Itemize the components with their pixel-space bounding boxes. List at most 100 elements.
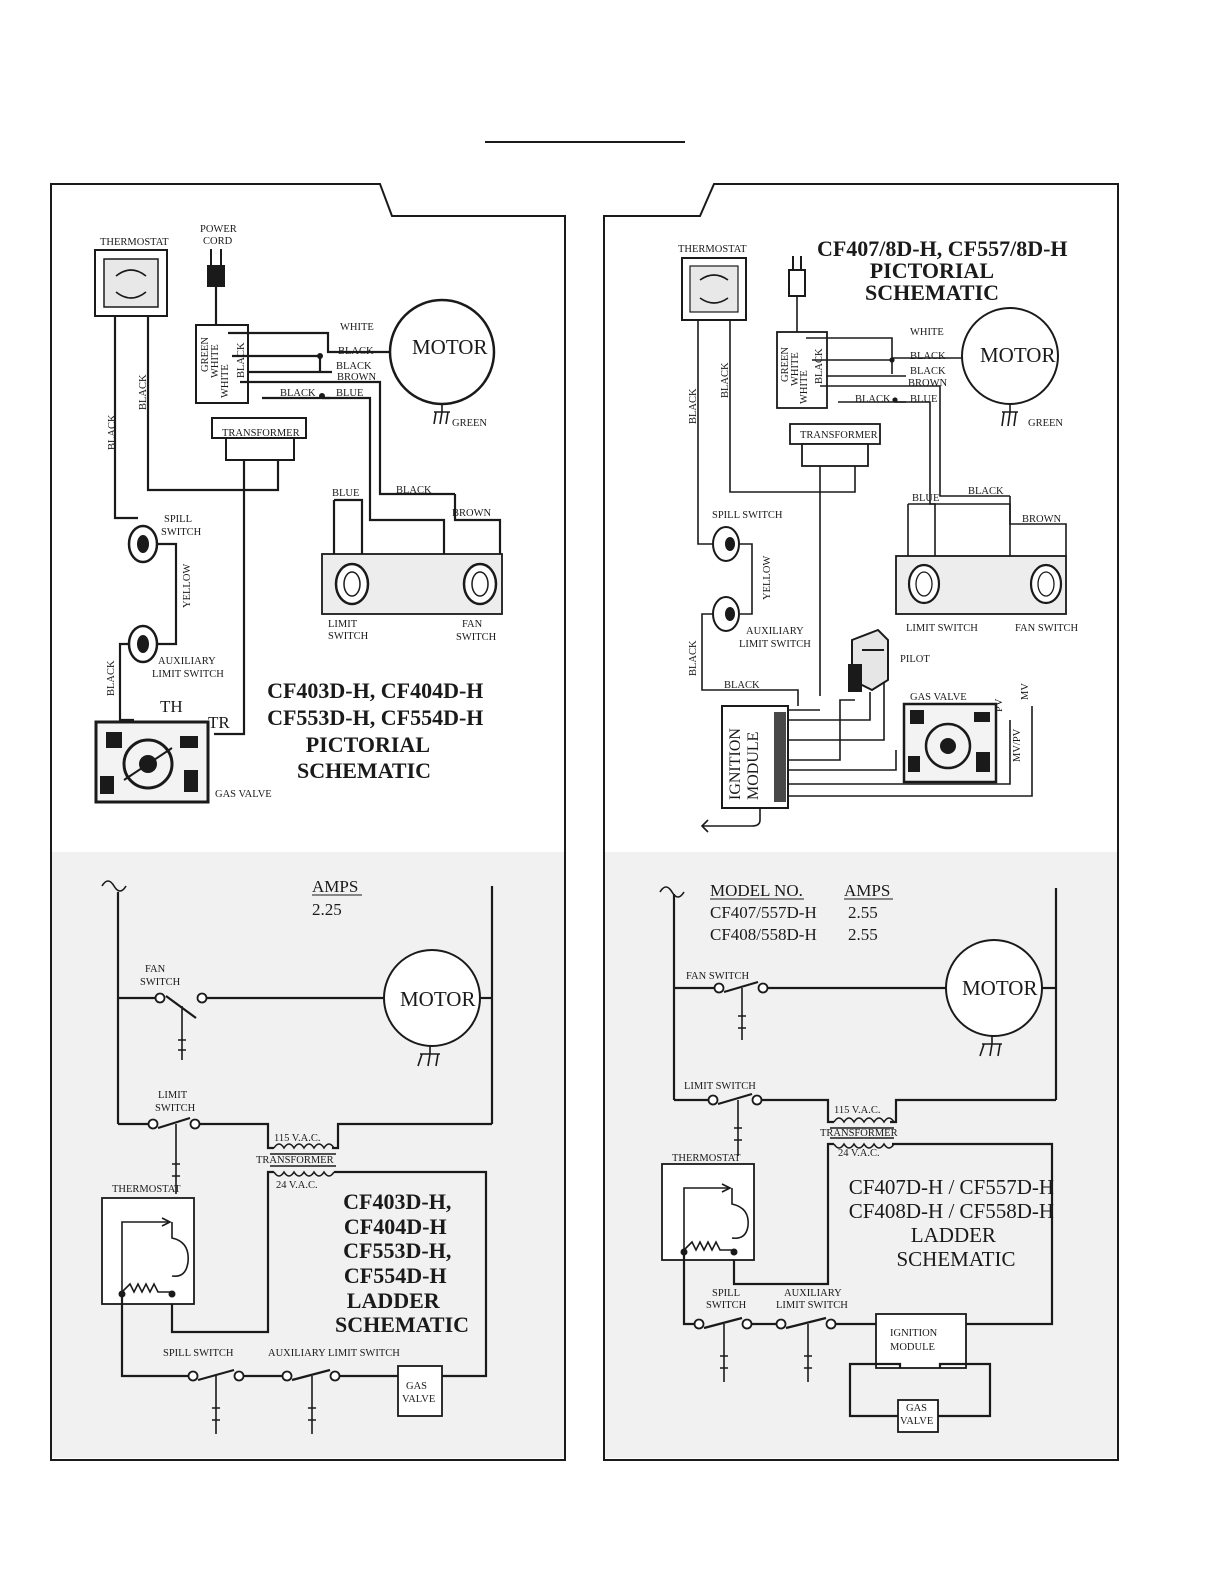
v115: 115 V.A.C. — [274, 1133, 321, 1144]
green-label: GREEN — [1028, 418, 1063, 429]
junction-box — [195, 324, 249, 404]
v-white1: WHITE — [210, 344, 221, 378]
black2: BLACK — [336, 361, 372, 372]
right-ladder-schematic: MODEL NO. AMPS CF407/557D-H 2.55 CF408/5… — [659, 881, 1058, 1433]
limit-label: LIMIT SWITCH — [906, 623, 978, 634]
spill2: SWITCH — [706, 1300, 747, 1311]
thermostat — [94, 249, 168, 317]
ignition-module — [875, 1313, 967, 1369]
pilot-label: PILOT — [900, 654, 930, 665]
blue: BLUE — [910, 394, 937, 405]
power-label: POWER — [200, 224, 237, 235]
model-row-1: CF407/557D-H — [710, 903, 817, 922]
black-lower: BLACK — [968, 486, 1004, 497]
green-label: GREEN — [452, 418, 487, 429]
fan2: SWITCH — [456, 632, 497, 643]
fan-switch — [1029, 563, 1063, 605]
brown-lower: BROWN — [1022, 514, 1062, 525]
v-green: GREEN — [780, 347, 791, 382]
fan-switch — [462, 562, 498, 606]
aux2: LIMIT SWITCH — [152, 669, 224, 680]
black2: BLACK — [910, 366, 946, 377]
motor-label: MOTOR — [980, 343, 1055, 367]
brown-lower: BROWN — [452, 508, 492, 519]
thermostat-label: THERMOSTAT — [678, 244, 747, 255]
v-black-left: BLACK — [107, 414, 118, 450]
tr-label: TR — [208, 713, 230, 732]
black3: BLACK — [855, 394, 891, 405]
ign1: IGNITION — [890, 1328, 938, 1339]
aux2: LIMIT SWITCH — [776, 1300, 848, 1311]
gas-valve — [897, 1399, 939, 1433]
v-black-mid: BLACK — [138, 374, 149, 410]
fan-label: FAN SWITCH — [686, 971, 750, 982]
white-top: WHITE — [340, 322, 374, 333]
v24: 24 V.A.C. — [838, 1148, 880, 1159]
v-white1: WHITE — [790, 352, 801, 386]
right-pictorial-title: CF407/8D-H, CF557/8D-H PICTORIAL SCHEMAT… — [817, 236, 1073, 305]
left-ladder-shade — [52, 852, 564, 1458]
model-header: MODEL NO. — [710, 881, 803, 900]
aux1: AUXILIARY — [784, 1288, 842, 1299]
amps-row-2: 2.55 — [848, 925, 878, 944]
spill1: SPILL — [164, 514, 192, 525]
limit1: LIMIT — [328, 619, 358, 630]
gas-valve — [397, 1365, 443, 1417]
left-ladder-title: CF403D-H, CF404D-H CF553D-H, CF554D-H LA… — [335, 1189, 469, 1337]
thermostat — [661, 1163, 755, 1261]
limit-switch — [907, 563, 941, 605]
motor-label: MOTOR — [962, 976, 1037, 1000]
aux1: AUXILIARY — [746, 626, 804, 637]
brown: BROWN — [908, 378, 948, 389]
transformer-label: TRANSFORMER — [256, 1155, 334, 1166]
transformer-label: TRANSFORMER — [820, 1128, 898, 1139]
transformer — [270, 1143, 336, 1177]
module-label: MODULE — [745, 732, 762, 800]
limit1: LIMIT — [158, 1090, 188, 1101]
limit2: SWITCH — [155, 1103, 196, 1114]
fan1: FAN — [145, 964, 166, 975]
fan1: FAN — [462, 619, 483, 630]
limit2: SWITCH — [328, 631, 369, 642]
ignition-label: IGNITION — [727, 728, 744, 800]
spill-label: SPILL SWITCH — [712, 510, 783, 521]
cord-label: CORD — [203, 236, 233, 247]
black1: BLACK — [910, 351, 946, 362]
brown: BROWN — [337, 372, 377, 383]
blue-lower: BLUE — [332, 488, 359, 499]
transformer-label: TRANSFORMER — [800, 430, 878, 441]
aux-label: AUXILIARY LIMIT SWITCH — [268, 1348, 400, 1359]
black1: BLACK — [338, 346, 374, 357]
thermostat-label: THERMOSTAT — [672, 1153, 741, 1164]
gas-valve — [94, 720, 210, 804]
gas-valve-label: GAS VALVE — [910, 692, 967, 703]
black-ign: BLACK — [724, 680, 760, 691]
left-ladder-schematic: AMPS 2.25 FAN SWITCH MOTOR LIMIT SWITCH — [101, 877, 494, 1434]
thermostat-label: THERMOSTAT — [112, 1184, 181, 1195]
amps-value: 2.25 — [312, 900, 342, 919]
gas2: VALVE — [402, 1394, 435, 1405]
power-cord-plug — [788, 256, 806, 332]
v-black-low: BLACK — [688, 640, 699, 676]
right-panel-frame — [603, 183, 1119, 1461]
motor-label: MOTOR — [412, 335, 487, 359]
limit-label: LIMIT SWITCH — [684, 1081, 756, 1092]
v-black: BLACK — [236, 342, 247, 378]
v-yellow: YELLOW — [182, 564, 193, 608]
pilot — [848, 628, 889, 692]
v-green: GREEN — [200, 337, 211, 372]
limit-switch — [334, 562, 370, 606]
v-black-mid: BLACK — [720, 362, 731, 398]
left-panel — [50, 183, 566, 1461]
mv-label: MV — [1020, 683, 1031, 700]
white-top: WHITE — [910, 327, 944, 338]
v24: 24 V.A.C. — [276, 1180, 318, 1191]
right-panel — [603, 183, 1119, 1461]
amps-label: AMPS — [312, 877, 358, 896]
gas1: GAS — [906, 1403, 927, 1414]
fan-label: FAN SWITCH — [1015, 623, 1079, 634]
mvpv-label: MV/PV — [1012, 728, 1023, 762]
gas-valve — [902, 702, 998, 784]
spill2: SWITCH — [161, 527, 202, 538]
model-row-2: CF408/558D-H — [710, 925, 817, 944]
